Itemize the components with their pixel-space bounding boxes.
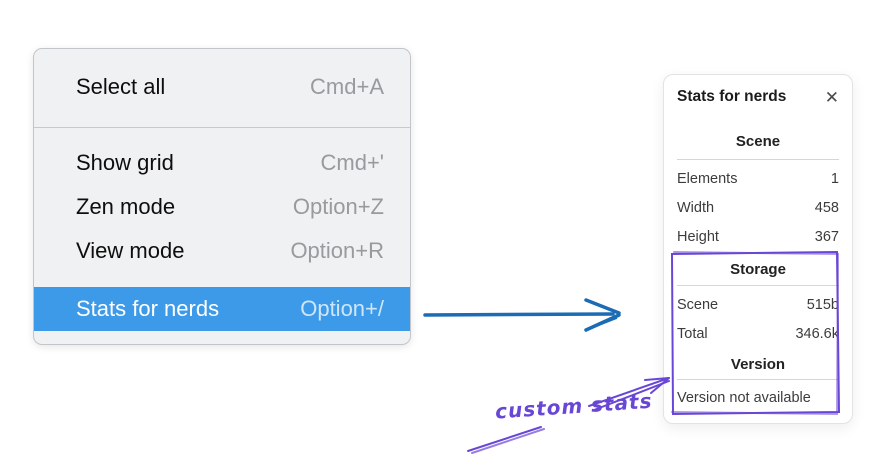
menu-item-stats-for-nerds[interactable]: Stats for nerds Option+/ [34, 287, 410, 331]
scene-section-header: Scene [735, 133, 781, 150]
stats-panel: Stats for nerds ✕ Scene Elements 1 Width… [663, 74, 853, 424]
stat-row-width: Width 458 [677, 193, 839, 222]
menu-item-shortcut: Option+Z [292, 194, 384, 219]
storage-section-header: Storage [730, 261, 786, 278]
menu-item-select-all[interactable]: Select all Cmd+A [34, 62, 410, 112]
menu-item-view-mode[interactable]: View mode Option+R [34, 229, 410, 273]
divider [677, 159, 839, 160]
stat-label: Scene [677, 296, 719, 313]
stat-value: 367 [814, 228, 839, 245]
stat-row-elements: Elements 1 [677, 164, 839, 193]
blue-arrow [423, 298, 621, 332]
annotation-line [467, 426, 545, 454]
stats-panel-header: Stats for nerds ✕ [677, 85, 839, 109]
scene-section-rows: Elements 1 Width 458 Height 367 [677, 164, 839, 251]
menu-item-shortcut: Option+/ [300, 296, 384, 321]
menu-item-label: Show grid [76, 150, 174, 175]
stat-label: Height [677, 228, 719, 245]
menu-item-zen-mode[interactable]: Zen mode Option+Z [34, 185, 410, 229]
menu-item-label: Stats for nerds [76, 296, 220, 321]
menu-item-label: Zen mode [76, 194, 176, 219]
stat-value: 458 [814, 199, 839, 216]
stat-value: 515b [806, 296, 839, 313]
stat-label: Elements [677, 170, 738, 187]
divider [677, 379, 839, 380]
stat-value: 1 [830, 170, 839, 187]
stat-label: Total [677, 325, 708, 342]
stat-value: 346.6k [795, 325, 839, 342]
menu-item-label: Select all [76, 74, 166, 99]
divider [677, 285, 839, 286]
version-section-header: Version [730, 356, 786, 373]
menu-item-show-grid[interactable]: Show grid Cmd+' [34, 141, 410, 185]
stat-row-scene-storage: Scene 515b [677, 290, 839, 319]
storage-section-rows: Scene 515b Total 346.6k [677, 290, 839, 348]
close-icon[interactable]: ✕ [824, 87, 839, 107]
version-note: Version not available [677, 390, 811, 406]
stat-row-total-storage: Total 346.6k [677, 319, 839, 348]
menu-item-label: View mode [76, 238, 185, 263]
stat-row-height: Height 367 [677, 222, 839, 251]
menu-divider [34, 127, 410, 128]
stats-panel-title: Stats for nerds [677, 88, 787, 105]
annotation-label: custom stats [494, 388, 654, 424]
stat-label: Width [677, 199, 715, 216]
context-menu: Select all Cmd+A Show grid Cmd+' Zen mod… [33, 48, 411, 345]
menu-item-shortcut: Cmd+A [310, 74, 384, 99]
menu-item-shortcut: Option+R [290, 238, 384, 263]
menu-item-shortcut: Cmd+' [320, 150, 385, 175]
